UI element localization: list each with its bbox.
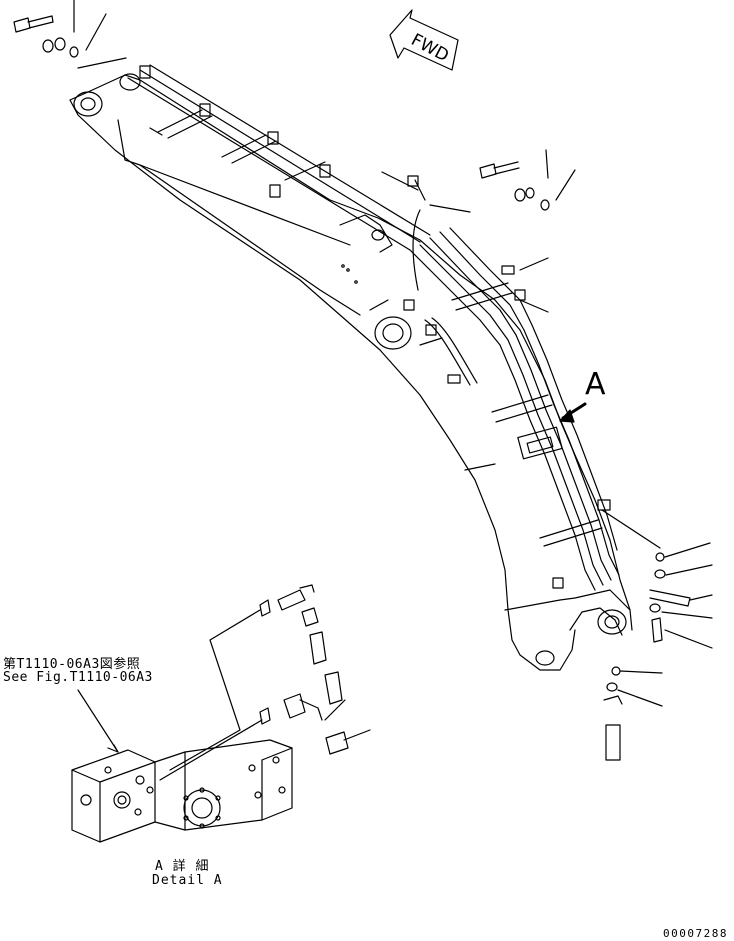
detail-title-en: Detail A [152, 873, 223, 888]
detail-title-jp: A 詳 細 [155, 859, 210, 874]
detail-a-arrow [559, 402, 587, 423]
page-number: 00007288 [663, 927, 728, 940]
leader-lines [369, 171, 549, 471]
hardware-top-right [479, 149, 576, 211]
reference-note-jp: 第T1110-06A3図参照 [3, 657, 141, 672]
reference-note-en: See Fig.T1110-06A3 [3, 670, 153, 685]
hardware-top-left [13, 0, 127, 69]
hydraulic-pipes-lower [409, 209, 620, 591]
detail-a-callout: A [585, 367, 606, 402]
boom-body [69, 73, 633, 671]
detail-a-drawing [71, 584, 371, 843]
hydraulic-pipes-upper [127, 64, 431, 251]
hardware-right [601, 509, 713, 761]
fittings [403, 175, 611, 589]
forward-arrow [389, 9, 459, 71]
valve-on-boom [517, 426, 563, 460]
